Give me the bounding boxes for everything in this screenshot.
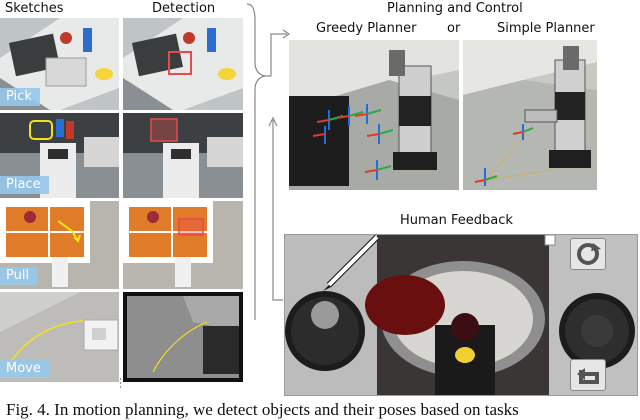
sketch-place-image: Place bbox=[0, 113, 119, 198]
detection-pull-image bbox=[123, 201, 243, 289]
simple-planner-label: Simple Planner bbox=[497, 21, 595, 36]
task-label-pick: Pick bbox=[0, 88, 40, 106]
task-label-move: Move bbox=[0, 360, 49, 378]
refresh-icon[interactable] bbox=[570, 238, 606, 270]
human-feedback-header: Human Feedback bbox=[400, 213, 513, 228]
column-divider-dots: ··· bbox=[119, 375, 122, 393]
greedy-planner-image bbox=[289, 40, 459, 190]
planning-header: Planning and Control bbox=[387, 1, 523, 16]
flow-arrows bbox=[246, 3, 291, 320]
detection-header: Detection bbox=[152, 1, 216, 16]
sketch-pick-image: Pick bbox=[0, 18, 119, 110]
or-label: or bbox=[447, 21, 461, 36]
task-label-place: Place bbox=[0, 176, 49, 194]
sketches-header: Sketches bbox=[5, 1, 64, 16]
greedy-planner-label: Greedy Planner bbox=[316, 21, 417, 36]
sketch-move-image: Move bbox=[0, 292, 119, 382]
task-label-pull: Pull bbox=[0, 267, 38, 285]
figure-caption: Fig. 4. In motion planning, we detect ob… bbox=[6, 400, 519, 419]
sketch-pull-image: Pull bbox=[0, 201, 119, 289]
detection-place-image bbox=[123, 113, 243, 198]
detection-pick-image bbox=[123, 18, 243, 110]
simple-planner-image bbox=[463, 40, 597, 190]
human-feedback-panel bbox=[284, 234, 638, 396]
detection-move-image bbox=[123, 292, 243, 382]
undo-icon[interactable] bbox=[570, 359, 606, 391]
